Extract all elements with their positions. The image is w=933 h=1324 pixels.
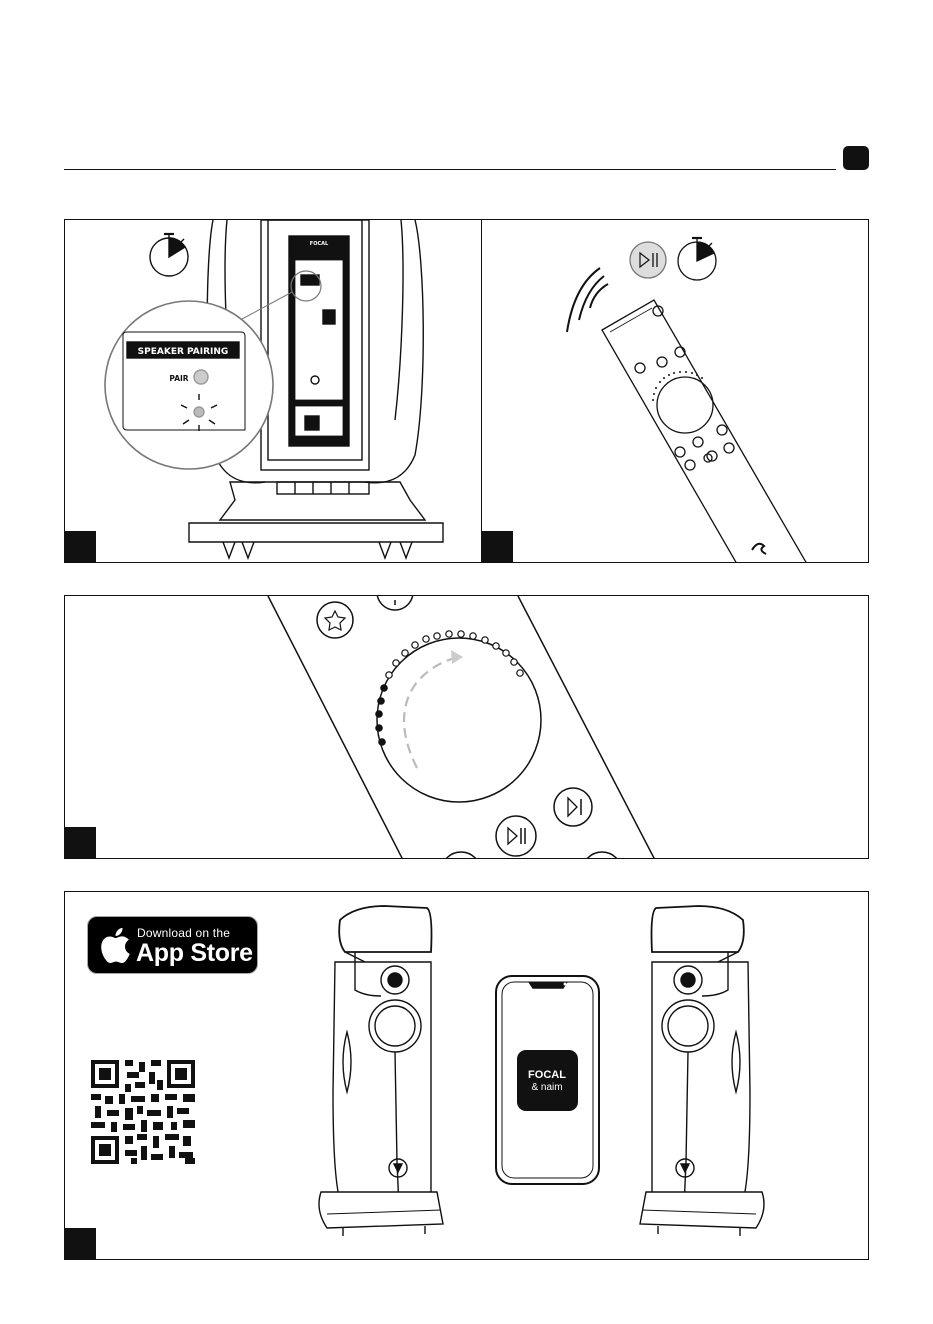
panel-remote-play xyxy=(481,219,869,563)
remote-illustration xyxy=(482,220,869,563)
speaker-pairing-label: SPEAKER PAIRING xyxy=(138,347,229,357)
step-marker xyxy=(65,1228,96,1259)
step-marker xyxy=(65,827,96,858)
app-store-badge[interactable]: Download on the App Store xyxy=(87,916,258,974)
app-store-small-text: Download on the xyxy=(137,926,230,940)
wireless-signal-icon xyxy=(567,268,608,332)
speaker-rear-illustration: SPEAKER PAIRING PAIR FOCAL xyxy=(65,220,482,563)
qr-code-icon xyxy=(91,1060,195,1164)
left-speaker xyxy=(319,906,443,1236)
stopwatch-icon xyxy=(150,234,188,276)
app-name-line2: & naim xyxy=(531,1082,562,1093)
volume-wheel-illustration xyxy=(65,596,869,859)
app-store-big-text: App Store xyxy=(136,939,253,968)
brand-label: FOCAL xyxy=(310,241,329,247)
play-pause-icon xyxy=(630,242,666,278)
step-marker xyxy=(65,531,96,562)
right-speaker xyxy=(640,906,764,1236)
step-marker xyxy=(482,531,513,562)
panel-volume-wheel xyxy=(64,595,869,859)
panel-pairing-button: SPEAKER PAIRING PAIR FOCAL xyxy=(64,219,482,563)
app-name-line1: FOCAL xyxy=(528,1069,566,1081)
stopwatch-icon xyxy=(678,238,716,280)
pair-button-label: PAIR xyxy=(169,374,188,383)
apple-logo-icon xyxy=(98,925,132,965)
header-rule xyxy=(64,169,836,170)
section-tab xyxy=(843,146,869,170)
